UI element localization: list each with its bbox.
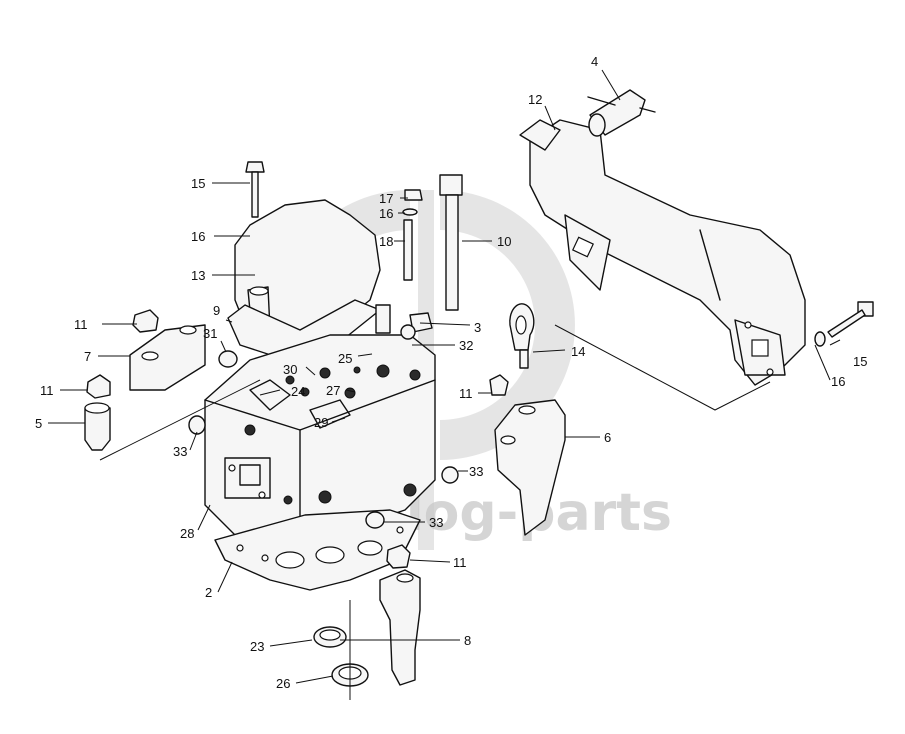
callout-labels: 4 12 15 17 16 18 10 16 13 9 11 31 3 7 25… xyxy=(35,54,867,691)
callout-13: 13 xyxy=(191,268,205,283)
callout-11: 11 xyxy=(40,383,54,398)
callout-6: 6 xyxy=(604,430,611,445)
bolt-15-right xyxy=(814,301,874,347)
callout-25: 25 xyxy=(338,351,352,366)
callout-15: 15 xyxy=(853,354,867,369)
callout-12: 12 xyxy=(528,92,542,107)
callout-11: 11 xyxy=(74,317,88,332)
callout-9: 9 xyxy=(213,303,220,318)
seal-rings xyxy=(313,626,369,687)
callout-5: 5 xyxy=(35,416,42,431)
callout-27: 27 xyxy=(326,383,340,398)
callout-11: 11 xyxy=(453,555,467,570)
callout-24: 24 xyxy=(291,384,305,399)
callout-33: 33 xyxy=(173,444,187,459)
callout-16: 16 xyxy=(379,206,393,221)
callout-11: 11 xyxy=(459,386,473,401)
bracket-8 xyxy=(379,544,421,686)
leader-lines xyxy=(48,69,841,700)
callout-14: 14 xyxy=(571,344,585,359)
left-small-parts xyxy=(84,309,206,451)
head-small-parts xyxy=(188,304,459,529)
exhaust-manifold xyxy=(519,119,806,386)
callout-7: 7 xyxy=(84,349,91,364)
callout-28: 28 xyxy=(180,526,194,541)
callout-16: 16 xyxy=(831,374,845,389)
callout-8: 8 xyxy=(464,633,471,648)
callout-23: 23 xyxy=(250,639,264,654)
callout-17: 17 xyxy=(379,191,393,206)
callout-18: 18 xyxy=(379,234,393,249)
head-gasket-2 xyxy=(214,509,421,591)
callout-30: 30 xyxy=(283,362,297,377)
callout-33: 33 xyxy=(429,515,443,530)
callout-26: 26 xyxy=(276,676,290,691)
callout-4: 4 xyxy=(591,54,598,69)
callout-2: 2 xyxy=(205,585,212,600)
lifting-eye-14 xyxy=(509,303,535,369)
callout-33: 33 xyxy=(469,464,483,479)
callout-3: 3 xyxy=(474,320,481,335)
bracket-6 xyxy=(489,374,566,536)
long-stud-10 xyxy=(439,174,463,311)
thermostat-housing xyxy=(587,89,656,137)
callout-10: 10 xyxy=(497,234,511,249)
callout-32: 32 xyxy=(459,338,473,353)
callout-29: 29 xyxy=(314,415,328,430)
cylinder-head-28 xyxy=(204,334,436,546)
callout-16: 16 xyxy=(191,229,205,244)
callout-15: 15 xyxy=(191,176,205,191)
callout-31: 31 xyxy=(203,326,217,341)
stud-18 xyxy=(402,189,423,281)
